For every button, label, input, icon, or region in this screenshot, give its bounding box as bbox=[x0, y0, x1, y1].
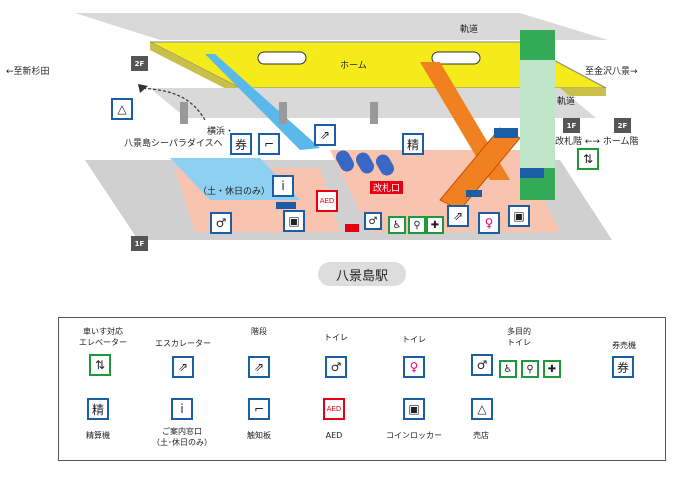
legend-fare-adjust: 精算機 bbox=[86, 431, 110, 440]
baby-seat-icon: ⚲ bbox=[408, 216, 426, 234]
legend-stairs: 階段 bbox=[251, 327, 267, 336]
legend-braille-icon: ⌐ bbox=[248, 398, 270, 420]
elevator-map-icon: ⇅ bbox=[577, 148, 599, 170]
legend-toilet-men: トイレ bbox=[324, 333, 348, 342]
track-mid-label: 軌道 bbox=[557, 97, 576, 107]
floor-1f-badge: 1F bbox=[131, 236, 148, 251]
legend-escalator-icon: ⇗ bbox=[172, 356, 194, 378]
wheelchair-icon: ♿ bbox=[388, 216, 406, 234]
platform-label: ホーム bbox=[340, 61, 367, 71]
legend-men-icon: ♂ bbox=[325, 356, 347, 378]
pillar-1 bbox=[180, 102, 188, 124]
legend-ostomate-icon: ✚ bbox=[543, 360, 561, 378]
escalator-icon: ⇗ bbox=[314, 124, 336, 146]
pillar-3 bbox=[370, 102, 378, 124]
aed-icon: AED bbox=[316, 190, 338, 212]
escalator-marker bbox=[494, 128, 518, 138]
platform-walkway bbox=[205, 54, 320, 150]
legend-ticket-icon: 券 bbox=[612, 356, 634, 378]
fare-adjust-icon: 精 bbox=[402, 133, 424, 155]
shop-icon: △ bbox=[111, 98, 133, 120]
legend-shop-icon: △ bbox=[471, 398, 493, 420]
mens-toilet-map-icon: ♂ bbox=[210, 212, 232, 234]
platform-opening-left bbox=[257, 51, 307, 65]
elevator-2f-badge: 2F bbox=[614, 118, 631, 133]
concourse-walkway bbox=[170, 158, 300, 200]
elevator-marker bbox=[520, 168, 544, 178]
legend-coin-locker: コインロッカー bbox=[386, 431, 442, 440]
elevator-top bbox=[520, 30, 555, 60]
legend-seisan-icon: 精 bbox=[87, 398, 109, 420]
legend-multi-icon: ♂ bbox=[471, 354, 493, 376]
legend-elevator-line2: エレベーター bbox=[79, 338, 127, 347]
exit-label-2: 八景島シーパラダイスへ bbox=[124, 139, 223, 149]
legend-multi-toilet: 多目的 トイレ bbox=[479, 326, 559, 348]
direction-right: 至金沢八景→ bbox=[585, 67, 638, 77]
ticket-gate-3 bbox=[376, 154, 394, 176]
legend-box: 車いす対応 エレベーター ⇅ エスカレーター ⇗ 階段 ⇗ トイレ ♂ トイレ … bbox=[58, 317, 666, 461]
legend-aed-icon: AED bbox=[323, 398, 345, 420]
legend-elevator: 車いす対応 エレベーター bbox=[73, 326, 133, 348]
braille-board-icon: ⌐ bbox=[258, 133, 280, 155]
station-name: 八景島駅 bbox=[318, 262, 406, 286]
legend-elevator-line1: 車いす対応 bbox=[83, 327, 123, 336]
ostomate-icon: ✚ bbox=[426, 216, 444, 234]
legend-locker-icon: ▣ bbox=[403, 398, 425, 420]
elevator-route-label: 改札階 ←→ ホーム階 bbox=[555, 137, 639, 147]
track-top-label: 軌道 bbox=[460, 25, 479, 35]
pillar-2 bbox=[279, 102, 287, 124]
platform-opening-right bbox=[431, 51, 481, 65]
ticket-gate-1 bbox=[336, 150, 354, 172]
legend-baby-icon: ⚲ bbox=[521, 360, 539, 378]
stairs-icon: ⇗ bbox=[447, 205, 469, 227]
legend-info-line2: （土･休日のみ） bbox=[152, 438, 212, 447]
legend-wheelchair-icon: ♿ bbox=[499, 360, 517, 378]
ticket-gate-label: 改札口 bbox=[370, 181, 404, 194]
aed-marker bbox=[345, 224, 359, 232]
exit-route-path bbox=[139, 87, 206, 121]
legend-ticket-machine: 券売機 bbox=[612, 341, 636, 350]
legend-elevator-icon: ⇅ bbox=[89, 354, 111, 376]
direction-left: ←至新杉田 bbox=[6, 67, 50, 77]
platform-edge bbox=[150, 42, 240, 96]
locker-marker bbox=[276, 202, 296, 209]
ticket-gate-2 bbox=[356, 152, 374, 174]
ticket-machine-icon: 券 bbox=[230, 133, 252, 155]
womens-toilet-map-icon: ♀ bbox=[478, 212, 500, 234]
legend-stairs-icon: ⇗ bbox=[248, 356, 270, 378]
legend-multi-line2: トイレ bbox=[507, 338, 531, 347]
exit-route-arrow bbox=[138, 84, 148, 93]
weekends-label: （土・休日のみ） bbox=[198, 187, 271, 197]
station-floor-map bbox=[75, 13, 612, 240]
legend-aed: AED bbox=[325, 431, 343, 440]
elevator-1f-badge: 1F bbox=[563, 118, 580, 133]
legend-shop: 売店 bbox=[473, 431, 489, 440]
exit-label-1: 横浜・ bbox=[207, 127, 235, 137]
legend-multi-line1: 多目的 bbox=[507, 327, 531, 336]
coin-locker-map-icon-2: ▣ bbox=[508, 205, 530, 227]
legend-women-icon: ♀ bbox=[403, 356, 425, 378]
track-top-layer bbox=[75, 13, 608, 40]
restroom-marker bbox=[466, 190, 482, 197]
floor-2f-badge: 2F bbox=[131, 56, 148, 71]
legend-escalator: エスカレーター bbox=[155, 339, 211, 348]
multi-toilet-icon: ♂ bbox=[364, 212, 382, 230]
info-window-icon: i bbox=[272, 175, 294, 197]
legend-toilet-women: トイレ bbox=[402, 335, 426, 344]
legend-info-icon: i bbox=[171, 398, 193, 420]
coin-locker-map-icon: ▣ bbox=[283, 210, 305, 232]
legend-braille-board: 触知板 bbox=[247, 431, 271, 440]
legend-info-line1: ご案内窓口 bbox=[162, 427, 202, 436]
legend-info-window: ご案内窓口 （土･休日のみ） bbox=[147, 426, 217, 448]
